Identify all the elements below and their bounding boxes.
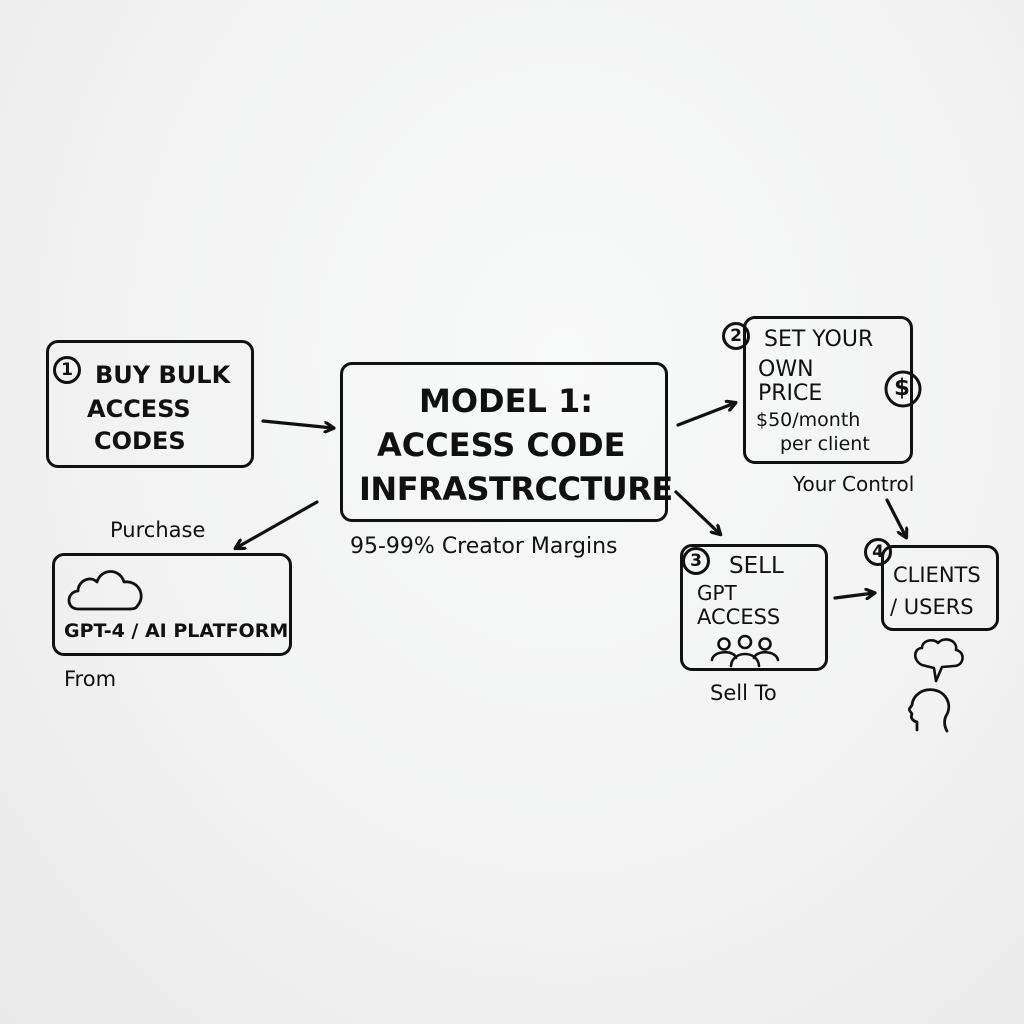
center-title-line3: INFRASTRCCTURE bbox=[359, 470, 673, 508]
step2-box[interactable]: SET YOUR OWN PRICE $50/month per client bbox=[743, 316, 913, 464]
your-control-label: Your Control bbox=[793, 472, 915, 496]
speech-bubble-icon bbox=[913, 638, 964, 683]
arrow-step1-to-center bbox=[261, 419, 333, 428]
step1-line1: BUY BULK bbox=[95, 361, 231, 389]
dollar-glyph: $ bbox=[894, 375, 911, 401]
center-subtitle: 95-99% Creator Margins bbox=[350, 534, 618, 559]
step3-line1: SELL bbox=[729, 553, 784, 579]
arrow-step3-to-step4 bbox=[833, 593, 874, 598]
step2-number-badge: 2 bbox=[722, 322, 750, 350]
arrow-control-to-step4 bbox=[885, 498, 906, 537]
step3-box[interactable]: SELL GPT ACCESS bbox=[680, 544, 828, 671]
step1-number-badge: 1 bbox=[53, 356, 81, 384]
people-group-icon bbox=[710, 634, 780, 668]
step2-line2: OWN bbox=[758, 357, 814, 382]
step3-line2: GPT bbox=[697, 581, 737, 605]
step4-box[interactable]: CLIENTS / USERS bbox=[881, 545, 999, 631]
step4-number-badge: 4 bbox=[864, 538, 892, 566]
center-model-box[interactable]: MODEL 1: ACCESS CODE INFRASTRCCTURE bbox=[340, 362, 673, 522]
step2-price: $50/month bbox=[756, 409, 861, 431]
step1-line2: ACCESS bbox=[87, 395, 191, 423]
step3-line3: ACCESS bbox=[697, 605, 781, 629]
sell-to-label: Sell To bbox=[710, 681, 777, 705]
arrow-center-to-step3 bbox=[674, 490, 720, 534]
platform-box[interactable]: GPT-4 / AI PLATFORM bbox=[52, 553, 292, 656]
cloud-icon bbox=[67, 570, 143, 611]
platform-label: GPT-4 / AI PLATFORM bbox=[64, 620, 289, 642]
step1-box[interactable]: 1 BUY BULK ACCESS CODES bbox=[46, 340, 254, 468]
from-label: From bbox=[64, 667, 117, 691]
dollar-icon bbox=[884, 370, 922, 408]
step4-line1: CLIENTS bbox=[893, 563, 981, 587]
step2-line1: SET YOUR bbox=[764, 327, 874, 352]
step4-line2: / USERS bbox=[890, 595, 974, 619]
step3-number-badge: 3 bbox=[682, 547, 710, 575]
arrow-center-to-step2 bbox=[676, 403, 735, 427]
person-head-icon bbox=[907, 688, 951, 733]
arrow-center-to-platform bbox=[236, 500, 319, 548]
step2-price-unit: per client bbox=[780, 433, 870, 455]
center-title-line1: MODEL 1: bbox=[419, 382, 594, 420]
step2-line3: PRICE bbox=[758, 381, 823, 406]
purchase-label: Purchase bbox=[110, 518, 206, 542]
step1-line3: CODES bbox=[94, 427, 186, 455]
center-title-line2: ACCESS CODE bbox=[377, 426, 626, 464]
